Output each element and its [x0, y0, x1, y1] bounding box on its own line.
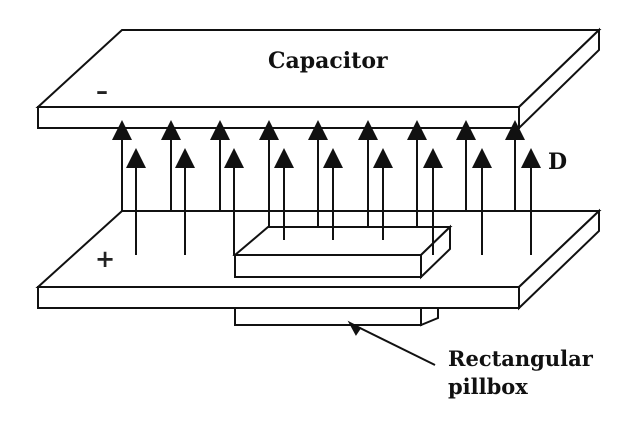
pillbox-top — [232, 224, 453, 280]
pillbox-label-line2: pillbox — [448, 374, 528, 399]
capacitor-title: Capacitor — [268, 48, 388, 74]
pillbox-label-line1: Rectangular — [448, 346, 593, 371]
pillbox-callout — [347, 320, 436, 366]
field-lines-front — [126, 148, 541, 255]
minus-sign: – — [96, 76, 108, 105]
pillbox-bottom — [234, 307, 439, 327]
field-label: D — [548, 149, 568, 175]
pillbox-label: Rectangular pillbox — [448, 345, 593, 401]
plus-sign: + — [95, 244, 116, 273]
field-lines-rear — [112, 120, 525, 227]
top-plate — [35, 27, 602, 131]
